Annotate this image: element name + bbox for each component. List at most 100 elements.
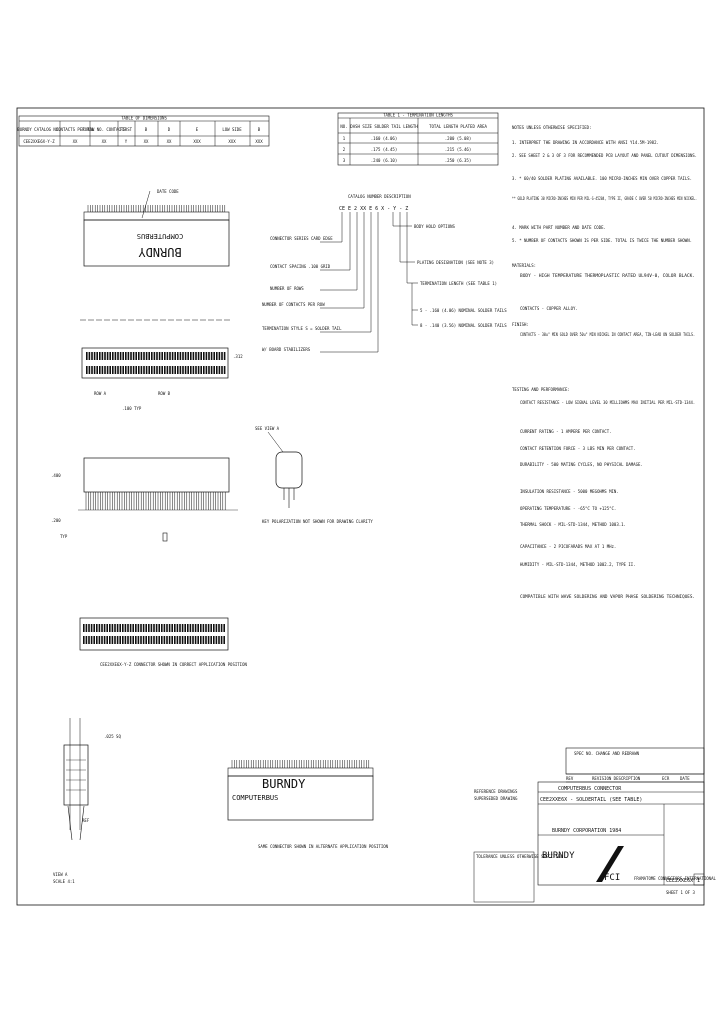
row-b-pad [145, 366, 148, 374]
row-a-pad [205, 352, 208, 360]
bottom-pad-a [135, 624, 137, 632]
bottom-pad-b [106, 636, 108, 644]
bottom-pad-a [114, 624, 116, 632]
row-b-pad [114, 366, 117, 374]
row-b-pad [101, 366, 104, 374]
row-b-pad [117, 366, 119, 374]
td-low-side: XXX [228, 139, 236, 144]
caption-alternate: SAME CONNECTOR SHOWN IN ALTERNATE APPLIC… [258, 844, 389, 849]
bottom-pad-a [111, 624, 114, 632]
title-line-2: CEE2XXE6X - SOLDERTAIL (SEE TABLE) [540, 797, 642, 803]
row-b-pad [135, 366, 137, 374]
bottom-pad-b [213, 636, 215, 644]
bottom-pad-b [171, 636, 173, 644]
row-b-pad [208, 366, 210, 374]
front-view: DATE CODE BURNDY COMPUTERBUS [83, 189, 230, 267]
bottom-pad-b [111, 636, 114, 644]
bottom-pad-a [96, 624, 98, 632]
cat-label-body-hold: BODY HOLD OPTIONS [414, 224, 456, 229]
row-b-pad [166, 366, 169, 374]
bottom-pad-a [98, 624, 101, 632]
row-a-pad [161, 352, 163, 360]
test-thermal: THERMAL SHOCK - MIL-STD-1344, METHOD 100… [520, 522, 626, 527]
bottom-pad-b [122, 636, 124, 644]
row-b-pad [125, 366, 127, 374]
test-capacitance: CAPACITANCE - 2 PICOFARADS MAX AT 1 MHz. [520, 544, 616, 549]
test-current: CURRENT RATING - 1 AMPERE PER CONTACT. [520, 429, 612, 434]
date-header: DATE [680, 776, 690, 781]
reference-drawings: REFERENCE DRAWINGS [474, 789, 518, 794]
bottom-pad-a [171, 624, 173, 632]
td-first: Y [125, 139, 128, 144]
bottom-pad-b [96, 636, 98, 644]
bottom-pad-a [90, 624, 93, 632]
cat-label-contacts: NUMBER OF CONTACTS PER ROW [262, 302, 325, 307]
row-b-pad [205, 366, 208, 374]
row-a-pad [127, 352, 130, 360]
view-a-scale: SCALE 4:1 [53, 879, 75, 884]
td-b: XX [144, 139, 149, 144]
polarize-note: KEY POLARIZATION NOT SHOWN FOR DRAWING C… [262, 519, 373, 524]
material-contacts: CONTACTS - COPPER ALLOY. [520, 306, 578, 311]
bottom-pad-a [189, 624, 192, 632]
row-b-pad [169, 366, 171, 374]
fci-logo-slash [596, 846, 624, 882]
bottom-pad-b [127, 636, 129, 644]
title-block: SPEC NO. CHANGE AND REDRAWN REV REVISION… [473, 747, 716, 903]
row-a-pad [117, 352, 119, 360]
view-a-label: VIEW A [53, 872, 68, 877]
row-b-pad [130, 366, 132, 374]
row-a-pad [200, 352, 202, 360]
front-sub: COMPUTERBUS [137, 232, 183, 240]
row-b-pad [151, 366, 153, 374]
th-b: B [145, 127, 148, 132]
test-contact-res: CONTACT RESISTANCE - LOW SIGNAL LEVEL 30… [520, 400, 695, 405]
bottom-pad-a [218, 624, 220, 632]
bottom-pad-a [181, 624, 184, 632]
row-b-pad [104, 366, 106, 374]
row-a-pad [145, 352, 148, 360]
row-b-pad [223, 366, 226, 374]
bottom-pad-b [153, 636, 155, 644]
brand-block: BURNDY [542, 851, 575, 861]
row-a-pad [114, 352, 117, 360]
sheet-size: 1 [697, 878, 700, 884]
bottom-pad-a [213, 624, 215, 632]
bottom-pad-a [93, 624, 95, 632]
bottom-pad-a [142, 624, 145, 632]
company-line: BURNDY CORPORATION 1984 [552, 828, 621, 834]
bottom-pad-b [140, 636, 142, 644]
row-a-pad [86, 352, 88, 360]
fci-caption: FRAMATOME CONNECTORS INTERNATIONAL [634, 876, 716, 881]
bottom-pad-b [181, 636, 184, 644]
term-title: TABLE 1 - TERMINATION LENGTHS [383, 113, 453, 118]
bottom-pad-b [189, 636, 192, 644]
bottom-pad-a [184, 624, 186, 632]
row-b-pad [138, 366, 140, 374]
note-1: 1. INTERPRET THE DRAWING IN ACCORDANCE W… [512, 140, 659, 145]
bottom-pad-b [116, 636, 119, 644]
row-b-pad [99, 366, 101, 374]
dim-200: .200 [51, 518, 61, 523]
table-termination-lengths: TABLE 1 - TERMINATION LENGTHS NO. DASH S… [337, 113, 499, 166]
bottom-pad-a [210, 624, 212, 632]
row-b-pad [177, 366, 179, 374]
th-per-row: CONTACTS PER ROW [56, 127, 95, 132]
td-d: XX [167, 139, 172, 144]
row-a-pad [135, 352, 137, 360]
bottom-pad-a [205, 624, 207, 632]
bottom-pad-a [106, 624, 108, 632]
row-b-pad [109, 366, 111, 374]
row-a-pad [203, 352, 205, 360]
bottom-pad-b [142, 636, 145, 644]
row-a-pad [174, 352, 176, 360]
bottom-pad-b [179, 636, 181, 644]
bottom-pad-a [137, 624, 140, 632]
td-b2: XXX [255, 139, 263, 144]
test-compatible: COMPATIBLE WITH WAVE SOLDERING AND VAPOR… [520, 594, 695, 599]
row-a-pad [140, 352, 143, 360]
row-b-pad [156, 366, 158, 374]
bottom-pad-b [90, 636, 93, 644]
bottom-pad-b [109, 636, 111, 644]
bottom-view: CEE2XXE6X-Y-Z CONNECTOR SHOWN IN CORRECT… [79, 617, 247, 667]
